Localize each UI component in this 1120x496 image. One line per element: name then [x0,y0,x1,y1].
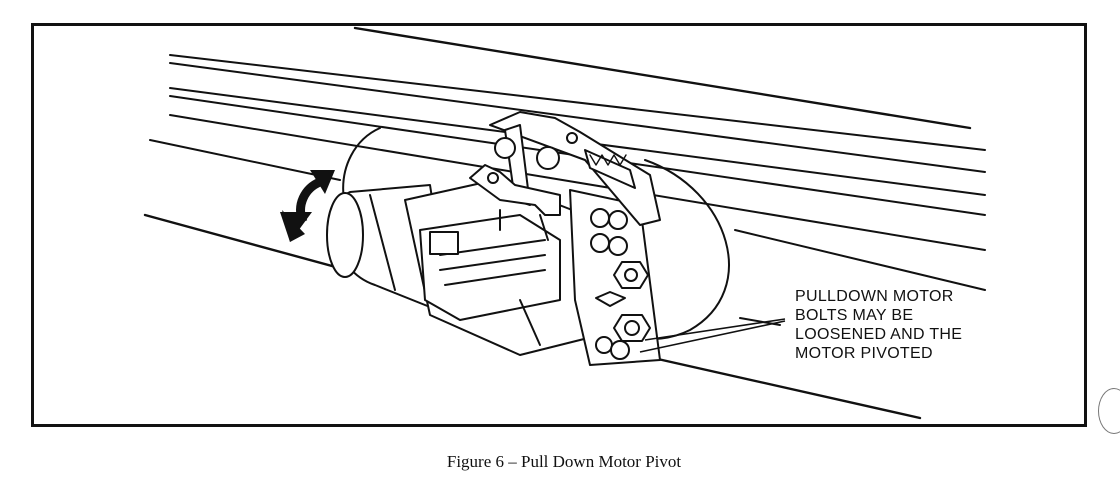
callout-line: MOTOR PIVOTED [795,345,933,362]
callout-text: PULLDOWN MOTOR BOLTS MAY BE LOOSENED AND… [795,287,962,363]
callout-line: PULLDOWN MOTOR [795,288,954,305]
callout-line: LOOSENED AND THE [795,326,963,343]
pivot-arrow-icon [280,170,335,242]
callout-line: BOLTS MAY BE [795,307,914,324]
figure-caption: Figure 6 – Pull Down Motor Pivot [0,452,1120,472]
callout-leader-lines [639,318,786,353]
motor-gearbox [404,179,601,356]
figure-caption-text: Figure 6 – Pull Down Motor Pivot [446,452,682,471]
pulldown-linkage [469,111,661,241]
background-frame-lines [143,26,986,420]
